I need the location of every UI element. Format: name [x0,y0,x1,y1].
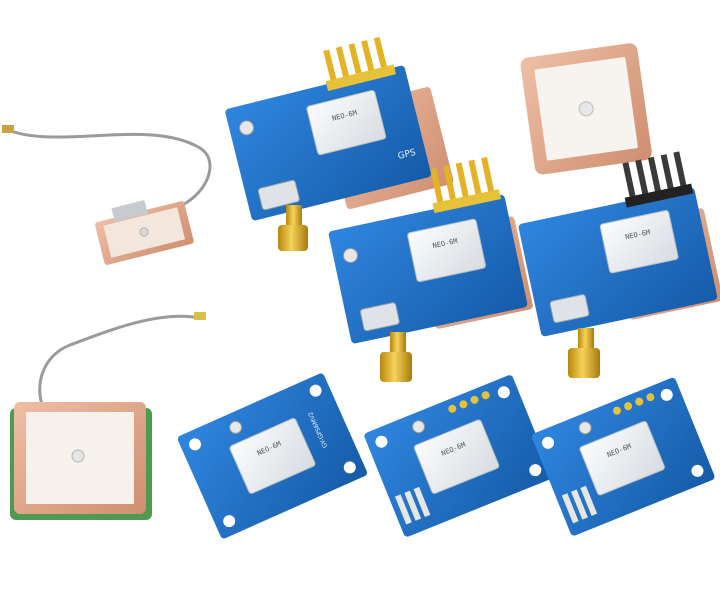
gps-module-middle-left: NEO-6M [328,156,533,382]
sma-connector [278,205,308,251]
square-patch-antenna [520,43,652,175]
neo6m-board-middle: NEO-6M [364,375,553,537]
sma-connector [568,328,600,378]
neo6m-board-left: NEO-6M GY-GPS6MV2 [177,373,367,539]
sma-connector [380,332,412,382]
board-brand-label: GPS [397,148,417,162]
gps-module-middle-right: NEO-6M [518,151,720,378]
small-patch-antenna [2,125,212,265]
large-patch-antenna [10,312,206,520]
neo6m-board-right: NEO-6M [531,377,715,536]
gps-module-top: NEO-6M GPS [225,36,454,251]
